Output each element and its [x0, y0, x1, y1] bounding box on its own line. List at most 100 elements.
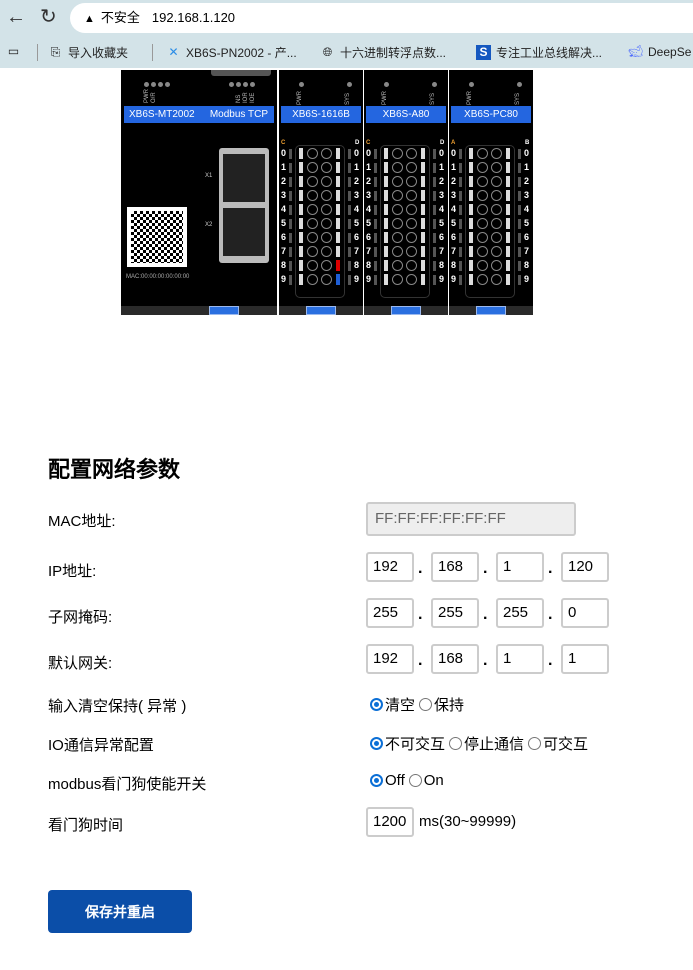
io-error-option[interactable]: 停止通信 — [448, 733, 524, 754]
gateway-octet-4[interactable]: 1 — [561, 644, 609, 674]
octet-separator: . — [483, 652, 488, 669]
row-label: 3 — [524, 190, 530, 200]
gateway-octet-2[interactable]: 168 — [431, 644, 479, 674]
mask-octet-4[interactable]: 0 — [561, 598, 609, 628]
radio-label: 清空 — [385, 697, 416, 714]
row-label: 5 — [439, 218, 445, 228]
bookmark-label: 导入收藏夹 — [68, 46, 129, 60]
bookmark-deepseek[interactable]: 🐋︎DeepSe — [628, 44, 691, 59]
io-error-option[interactable]: 不可交互 — [369, 733, 445, 754]
row-label: 4 — [281, 204, 287, 214]
led-label: NS — [236, 94, 242, 103]
row-label: 3 — [439, 190, 445, 200]
gateway-octet-1[interactable]: 192 — [366, 644, 414, 674]
row-label: 0 — [439, 148, 445, 158]
bookmark-hex[interactable]: 🌐︎十六进制转浮点数... — [320, 44, 446, 61]
mac-label: MAC地址: — [48, 513, 116, 530]
watchdog-time-label: 看门狗时间 — [48, 817, 124, 834]
mask-octet-3[interactable]: 255 — [496, 598, 544, 628]
row-label: 1 — [354, 162, 360, 172]
save-restart-button[interactable]: 保存并重启 — [48, 890, 192, 933]
mask-octet-2[interactable]: 255 — [431, 598, 479, 628]
ip-octet-3[interactable]: 1 — [496, 552, 544, 582]
radio-button[interactable] — [528, 737, 542, 750]
ip-octet-4[interactable]: 120 — [561, 552, 609, 582]
row-label: 9 — [439, 274, 445, 284]
bookmark-xb6s[interactable]: ✕ XB6S-PN2002 - 产... — [166, 44, 297, 61]
octet-separator: . — [483, 560, 488, 577]
tab-search-icon[interactable]: ▭ — [7, 44, 20, 58]
row-label: 6 — [524, 232, 530, 242]
row-label: 0 — [451, 148, 457, 158]
octet-separator: . — [548, 560, 553, 577]
led-label: SYS — [430, 92, 436, 105]
mac-label: MAC:00:00:00:00:00:00 — [126, 274, 190, 280]
watchdog-option[interactable]: Off — [369, 772, 405, 789]
row-label: 3 — [281, 190, 287, 200]
row-label: 4 — [366, 204, 372, 214]
row-label: 8 — [524, 260, 530, 270]
warning-icon: ▲ — [84, 13, 95, 25]
input-clear-option[interactable]: 清空 — [369, 694, 415, 715]
watchdog-time-field[interactable]: 1200 — [366, 807, 414, 837]
radio-button[interactable] — [370, 774, 383, 787]
row-label: 5 — [366, 218, 372, 228]
radio-label: On — [423, 772, 444, 789]
group-label: A — [451, 140, 456, 146]
radio-button[interactable] — [370, 737, 383, 750]
row-label: 0 — [354, 148, 360, 158]
io-error-option[interactable]: 可交互 — [527, 733, 588, 754]
reload-icon[interactable]: ↻ — [40, 6, 57, 28]
mask-octet-1[interactable]: 255 — [366, 598, 414, 628]
ip-octet-2[interactable]: 168 — [431, 552, 479, 582]
back-icon[interactable]: ← — [6, 6, 26, 28]
row-label: 5 — [451, 218, 457, 228]
globe-icon: 🌐︎ — [322, 45, 333, 59]
input-clear-radios: 清空 保持 — [369, 694, 467, 715]
watchdog-time-unit: ms(30~99999) — [419, 813, 517, 830]
bookmark-label: DeepSe — [648, 44, 692, 59]
ip-octet-1[interactable]: 192 — [366, 552, 414, 582]
row-label: 8 — [354, 260, 360, 270]
row-label: 3 — [354, 190, 360, 200]
ethernet-ports — [219, 148, 269, 263]
module-label: XB6S-A80 — [366, 106, 446, 123]
radio-button[interactable] — [370, 698, 383, 711]
row-label: 9 — [366, 274, 372, 284]
row-label: 3 — [366, 190, 372, 200]
row-label: 6 — [354, 232, 360, 242]
s-logo-icon: S — [476, 45, 491, 60]
octet-separator: . — [548, 652, 553, 669]
led-label: SYS — [515, 92, 521, 105]
radio-label: 保持 — [434, 697, 465, 714]
group-label: C — [281, 140, 286, 146]
radio-button[interactable] — [419, 698, 433, 711]
row-label: 1 — [439, 162, 445, 172]
row-label: 0 — [281, 148, 287, 158]
bookmark-label: XB6S-PN2002 - 产... — [186, 46, 297, 60]
led-label: IOR — [243, 92, 249, 103]
octet-separator: . — [418, 606, 423, 623]
watchdog-option[interactable]: On — [408, 772, 444, 789]
radio-label: 可交互 — [543, 736, 589, 753]
mac-field[interactable]: FF:FF:FF:FF:FF:FF — [366, 502, 576, 536]
row-label: 8 — [281, 260, 287, 270]
radio-button[interactable] — [408, 774, 422, 787]
port-label: X2 — [205, 222, 213, 228]
x-logo-icon: ✕ — [168, 45, 179, 59]
input-clear-label: 输入清空保持( 异常 ) — [48, 698, 187, 715]
security-label: 不安全 — [100, 10, 140, 25]
row-label: 6 — [281, 232, 287, 242]
led-label: IOE — [250, 92, 256, 103]
input-clear-option[interactable]: 保持 — [418, 694, 464, 715]
row-label: 8 — [439, 260, 445, 270]
gateway-octet-3[interactable]: 1 — [496, 644, 544, 674]
bookmark-import[interactable]: ⎘导入收藏夹 — [48, 44, 128, 61]
group-label: B — [525, 140, 530, 146]
radio-button[interactable] — [449, 737, 463, 750]
